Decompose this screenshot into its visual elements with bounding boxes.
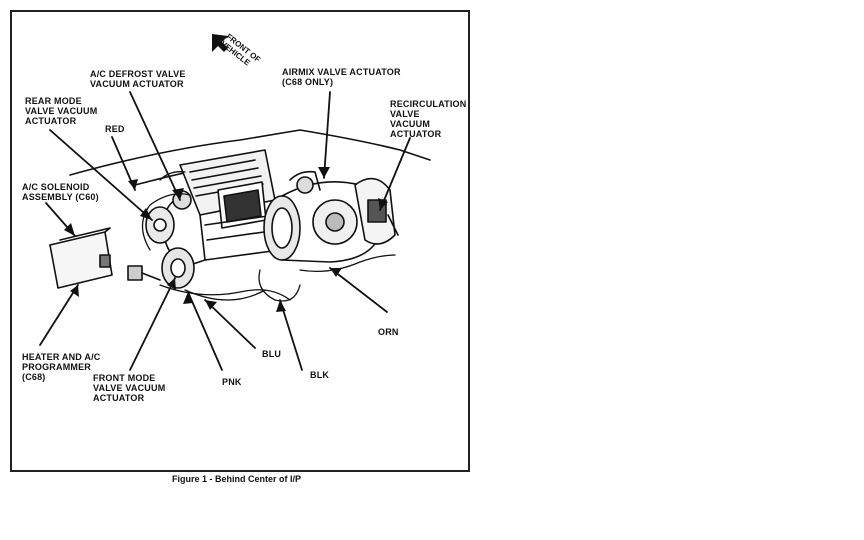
arrow-head xyxy=(330,268,342,277)
leader-lines xyxy=(39,91,411,371)
arrow-head xyxy=(205,300,217,310)
airmix-actuator-label: AIRMIX VALVE ACTUATOR (C68 ONLY) xyxy=(282,67,401,87)
arrow-head xyxy=(70,285,79,297)
front-mode-actuator-drawing xyxy=(161,247,195,289)
arrow-head xyxy=(128,179,138,190)
ac-solenoid-label: A/C SOLENOID ASSEMBLY (C60) xyxy=(22,182,99,202)
red-hose-label: RED xyxy=(105,124,125,134)
programmer-module xyxy=(49,227,113,289)
blk-hose-label: BLK xyxy=(310,370,330,380)
arrow-head xyxy=(276,300,286,312)
arrow-head xyxy=(64,223,75,236)
arrow-head xyxy=(318,167,330,178)
front-mode-actuator-label: FRONT MODE VALVE VACUUM ACTUATOR xyxy=(93,373,166,403)
figure-caption: Figure 1 - Behind Center of I/P xyxy=(172,474,302,484)
arrow-head xyxy=(378,198,388,210)
ac-defrost-actuator-label: A/C DEFROST VALVE VACUUM ACTUATOR xyxy=(90,69,186,89)
arrow-head xyxy=(172,188,184,200)
pnk-hose-label: PNK xyxy=(222,377,242,387)
front-of-vehicle-arrow xyxy=(212,34,228,52)
recirculation-assembly xyxy=(354,177,399,245)
orn-hose-label: ORN xyxy=(378,327,399,337)
rear-mode-actuator-drawing xyxy=(145,190,192,244)
arrow-head xyxy=(183,292,193,304)
arrow-head xyxy=(167,278,176,290)
solenoid-connector xyxy=(127,265,161,281)
rear-mode-actuator-label: REAR MODE VALVE VACUUM ACTUATOR xyxy=(25,96,98,126)
recirculation-actuator-label: RECIRCULATION VALVE VACUUM ACTUATOR xyxy=(390,99,467,139)
arrow-head xyxy=(140,208,152,220)
heater-programmer-label: HEATER AND A/C PROGRAMMER (C68) xyxy=(22,352,101,382)
blu-hose-label: BLU xyxy=(262,349,282,359)
